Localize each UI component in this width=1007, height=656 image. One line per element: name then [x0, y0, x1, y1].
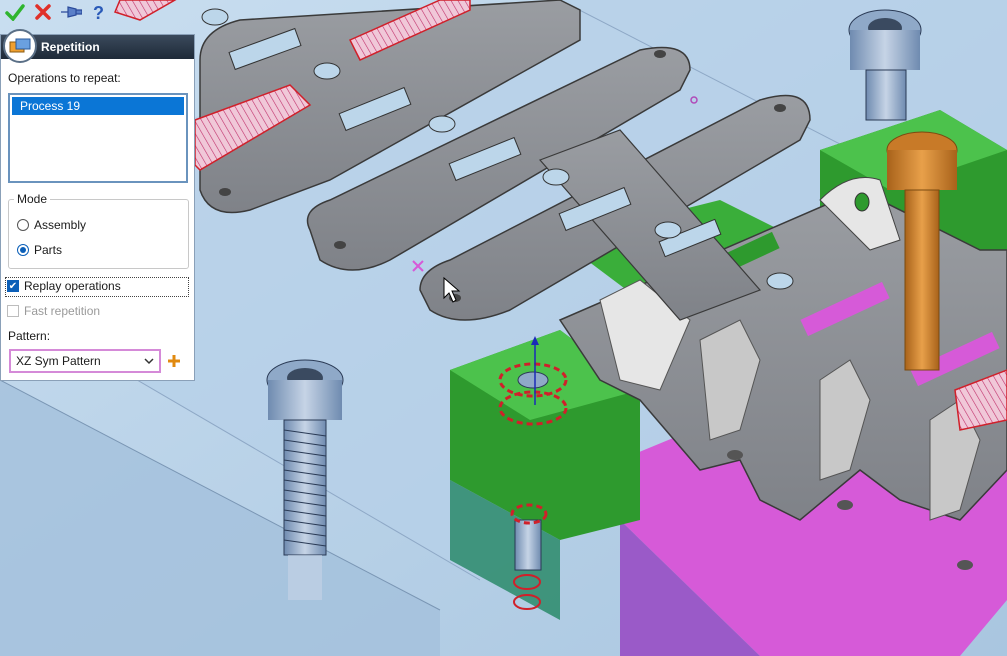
plus-icon: [168, 355, 180, 367]
mode-groupbox: Mode Assembly Parts: [8, 192, 189, 269]
pattern-label: Pattern:: [8, 329, 51, 343]
operations-label: Operations to repeat:: [8, 71, 121, 85]
repetition-panel: Repetition Operations to repeat: Process…: [0, 29, 195, 381]
panel-title-bar: Repetition: [1, 29, 194, 63]
checkbox-checked-icon: ✔: [7, 280, 19, 292]
checkbox-icon: [7, 305, 19, 317]
fast-repetition-label: Fast repetition: [24, 304, 101, 318]
help-button[interactable]: ?: [88, 1, 110, 23]
replay-operations-checkbox[interactable]: ✔ Replay operations: [7, 279, 121, 293]
pin-button[interactable]: [60, 1, 82, 23]
feature-toolbar: ?: [0, 0, 110, 24]
list-item[interactable]: Process 19: [12, 97, 184, 115]
repetition-logo-icon: [3, 29, 37, 63]
panel-title: Repetition: [41, 40, 100, 54]
ok-button[interactable]: [4, 1, 26, 23]
replay-operations-label: Replay operations: [24, 279, 121, 293]
focus-rectangle: [5, 277, 189, 297]
chevron-down-icon: [144, 358, 154, 365]
fast-repetition-checkbox[interactable]: Fast repetition: [7, 304, 100, 318]
green-checkmark-icon: [5, 4, 25, 21]
pattern-value: XZ Sym Pattern: [16, 354, 101, 368]
mode-label: Mode: [14, 192, 51, 206]
pushpin-icon: [61, 6, 82, 18]
red-x-icon: [35, 4, 51, 20]
svg-text:?: ?: [93, 3, 104, 21]
mode-assembly-radio[interactable]: Assembly: [17, 218, 86, 232]
radio-icon: [17, 219, 29, 231]
cancel-button[interactable]: [32, 1, 54, 23]
mode-parts-label: Parts: [34, 243, 63, 257]
add-pattern-button[interactable]: [165, 351, 183, 371]
pattern-combobox[interactable]: XZ Sym Pattern: [9, 349, 161, 373]
question-mark-icon: ?: [93, 3, 104, 21]
mode-assembly-label: Assembly: [34, 218, 87, 232]
operations-listbox[interactable]: Process 19: [8, 93, 188, 183]
mode-parts-radio[interactable]: Parts: [17, 243, 62, 257]
radio-selected-icon: [17, 244, 29, 256]
